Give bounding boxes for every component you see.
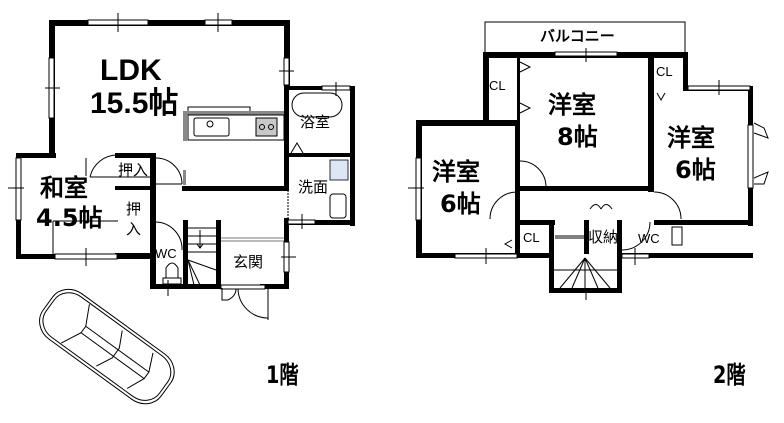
floor1-windows (8, 13, 351, 296)
western-room-6-left-name: 洋室 (432, 158, 480, 186)
car-drawing (39, 288, 175, 405)
western-room-6-right-size: 6帖 (675, 156, 716, 184)
oshiire-side-label-1: 押 (126, 200, 142, 218)
closet-label-bottom: CL (523, 230, 540, 245)
wc-label-2f: WC (638, 231, 660, 246)
washitsu-name: 和室 (40, 174, 88, 202)
wc-label-1f: WC (155, 246, 177, 261)
balcony-label: バルコニー (540, 27, 615, 45)
storage-label: 収納 (588, 228, 619, 246)
floor2-fixtures (489, 61, 769, 289)
floor2-label: 2階 (713, 361, 746, 389)
closet-label-left: CL (489, 78, 506, 93)
floor1-label: 1階 (266, 361, 299, 389)
western-room-8-size: 8帖 (557, 123, 598, 151)
oshiire-side-label-2: 入 (126, 220, 142, 238)
entrance-label: 玄関 (233, 253, 264, 271)
floor1-fixtures (52, 92, 349, 320)
oshiire-top-label: 押入 (118, 161, 149, 179)
ldk-size: 15.5帖 (90, 87, 179, 120)
western-room-6-right-name: 洋室 (667, 124, 715, 152)
ldk-name: LDK (100, 54, 162, 87)
floor1-walls (16, 20, 355, 289)
western-room-8-name: 洋室 (548, 91, 596, 119)
bath-label: 浴室 (300, 113, 331, 131)
washroom-label: 洗面 (298, 178, 329, 196)
closet-label-right: CL (656, 64, 673, 79)
washitsu-size: 4.5帖 (36, 204, 103, 232)
western-room-6-left-size: 6帖 (440, 190, 481, 218)
floor2-windows (408, 48, 754, 300)
